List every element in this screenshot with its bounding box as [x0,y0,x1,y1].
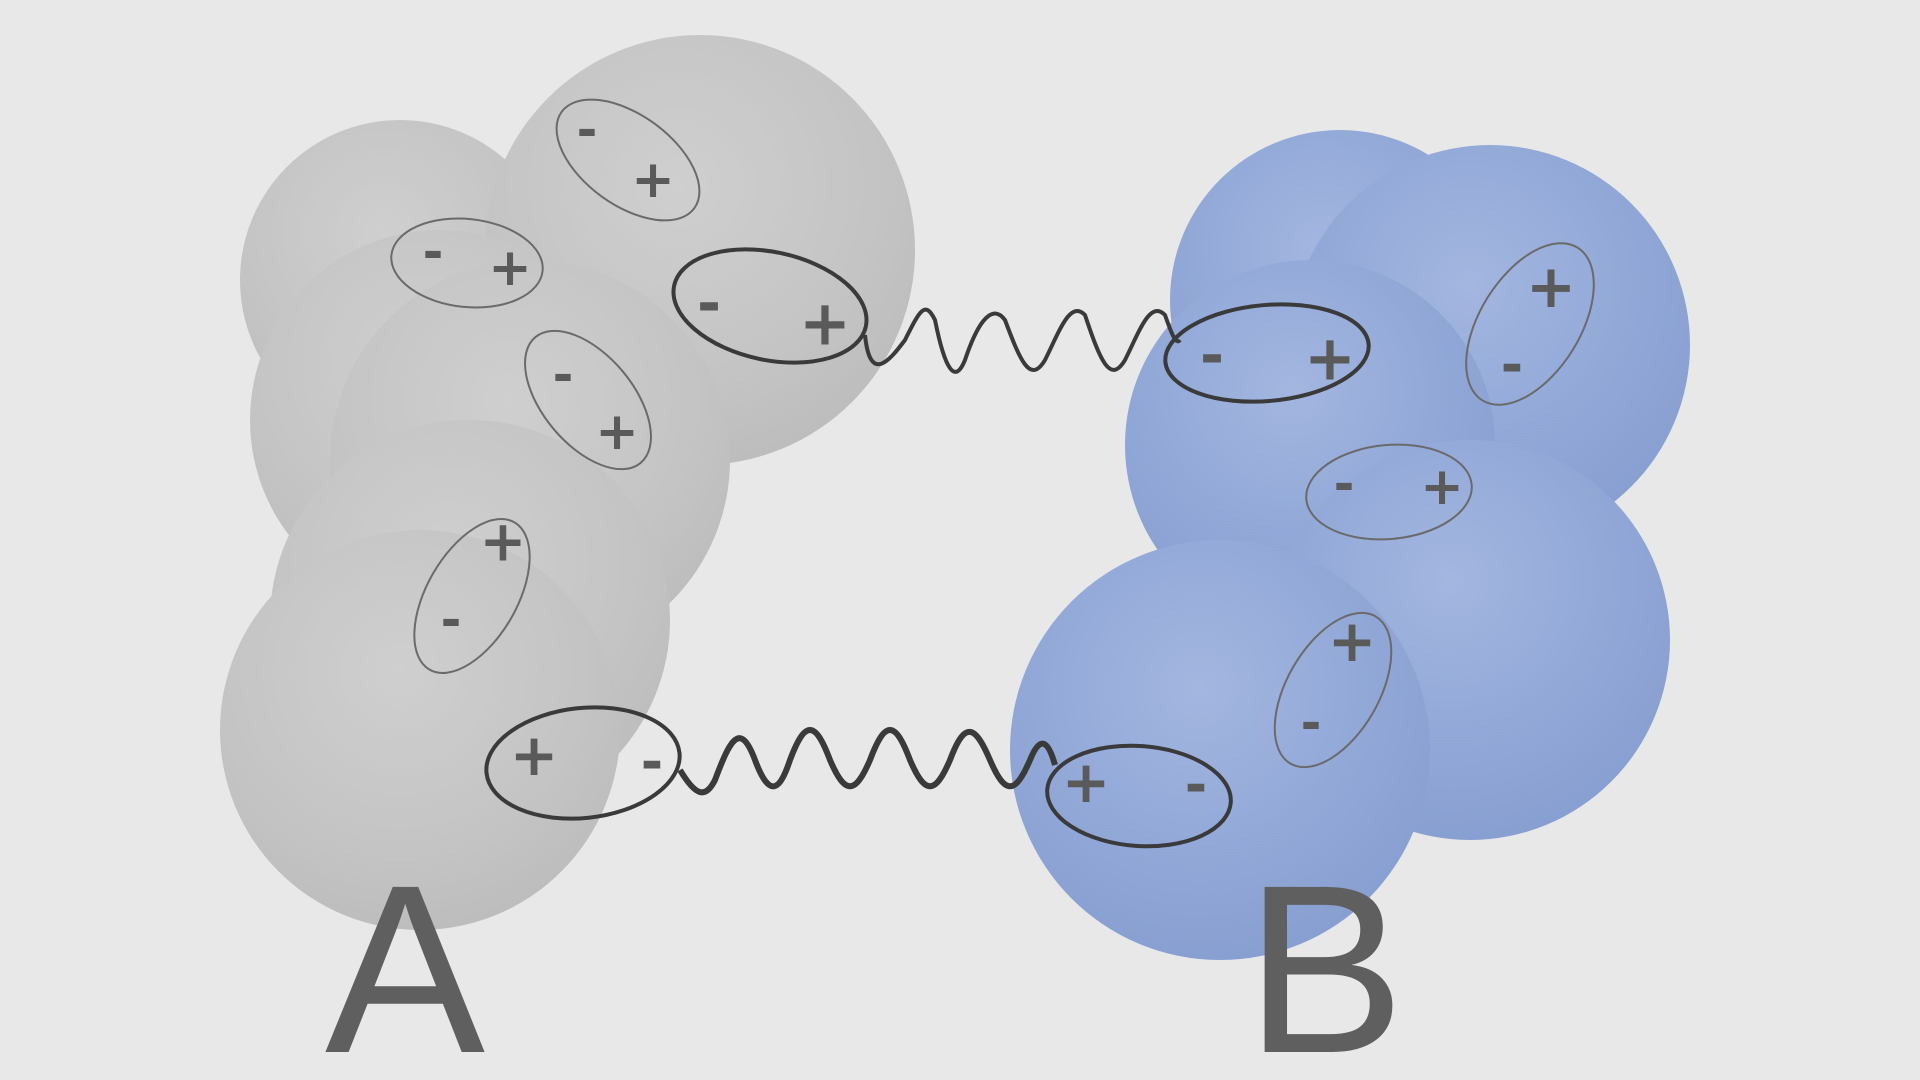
positive-sign: + [480,510,527,575]
positive-sign: + [488,238,532,298]
dipole-a1: - + [555,98,701,222]
positive-sign: + [595,402,639,462]
molecule-b-sphere [1010,540,1430,960]
dipole-b4: + - [1273,607,1393,769]
negative-sign: - [1301,694,1322,752]
molecule-a-label: A [325,835,485,1080]
dipole-b5-induced: + - [1045,743,1233,849]
negative-sign: - [423,223,444,281]
molecule-a-sphere [220,530,620,930]
negative-sign: - [1501,334,1523,397]
dipole-a5: + - [413,510,531,674]
positive-sign: + [799,287,851,360]
molecule-b-label: B [1245,835,1405,1080]
dipole-b3: - + [1305,443,1473,541]
positive-sign: + [510,721,559,789]
negative-sign: - [577,101,598,159]
positive-sign: + [1420,457,1464,517]
dipole-a3-induced: - + [671,247,869,365]
negative-sign: - [641,731,663,794]
negative-sign: - [1185,754,1207,817]
negative-sign: - [441,591,462,649]
dipole-a2: - + [390,217,544,309]
interaction-wave-top [863,307,1182,374]
positive-sign: + [1304,322,1356,395]
positive-sign: + [1328,607,1377,675]
negative-sign: - [1334,455,1355,513]
dipole-b2: + - [1465,242,1595,406]
dipole-a6-induced: + - [484,705,682,821]
interaction-wave-bottom [677,727,1058,796]
dipole-b1-induced: - + [1163,302,1371,404]
positive-sign: + [631,150,675,210]
negative-sign: - [697,269,721,337]
dipole-a4: - + [524,329,652,471]
negative-sign: - [1200,321,1224,389]
negative-sign: - [553,346,574,404]
positive-sign: + [1526,252,1576,322]
positive-sign: + [1062,748,1111,816]
molecule-a [220,35,915,930]
